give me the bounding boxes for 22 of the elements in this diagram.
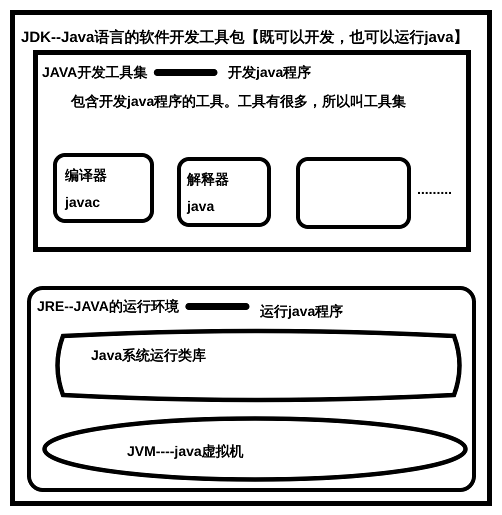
tool-box [177,157,271,227]
box-label: 解释器 [187,171,229,188]
box-sublabel: javac [65,194,100,211]
box-label: Java系统运行类库 [91,347,206,364]
box-heading: JAVA开发工具集 [42,64,148,81]
jvm-ellipse [42,416,468,482]
box-label: JVM----java虚拟机 [127,443,244,460]
heading-note: 运行java程序 [260,303,344,320]
tool-box [53,153,154,223]
box-heading: JRE--JAVA的运行环境 [37,298,179,315]
box-sublabel: java [187,198,214,215]
box-label: JDK--Java语言的软件开发工具包【既可以开发，也可以运行java】 [21,29,469,46]
box-label: 包含开发java程序的工具。工具有很多，所以叫工具集 [71,93,406,110]
connector-line [154,69,218,76]
heading-note: 开发java程序 [228,64,312,81]
jre-box [27,286,476,492]
box-label: 编译器 [65,167,107,184]
tool-box [296,157,411,229]
toolset-box [33,50,471,252]
jdk-box [10,10,492,506]
connector-line [185,303,250,310]
ellipsis-dots: ......... [417,181,452,198]
